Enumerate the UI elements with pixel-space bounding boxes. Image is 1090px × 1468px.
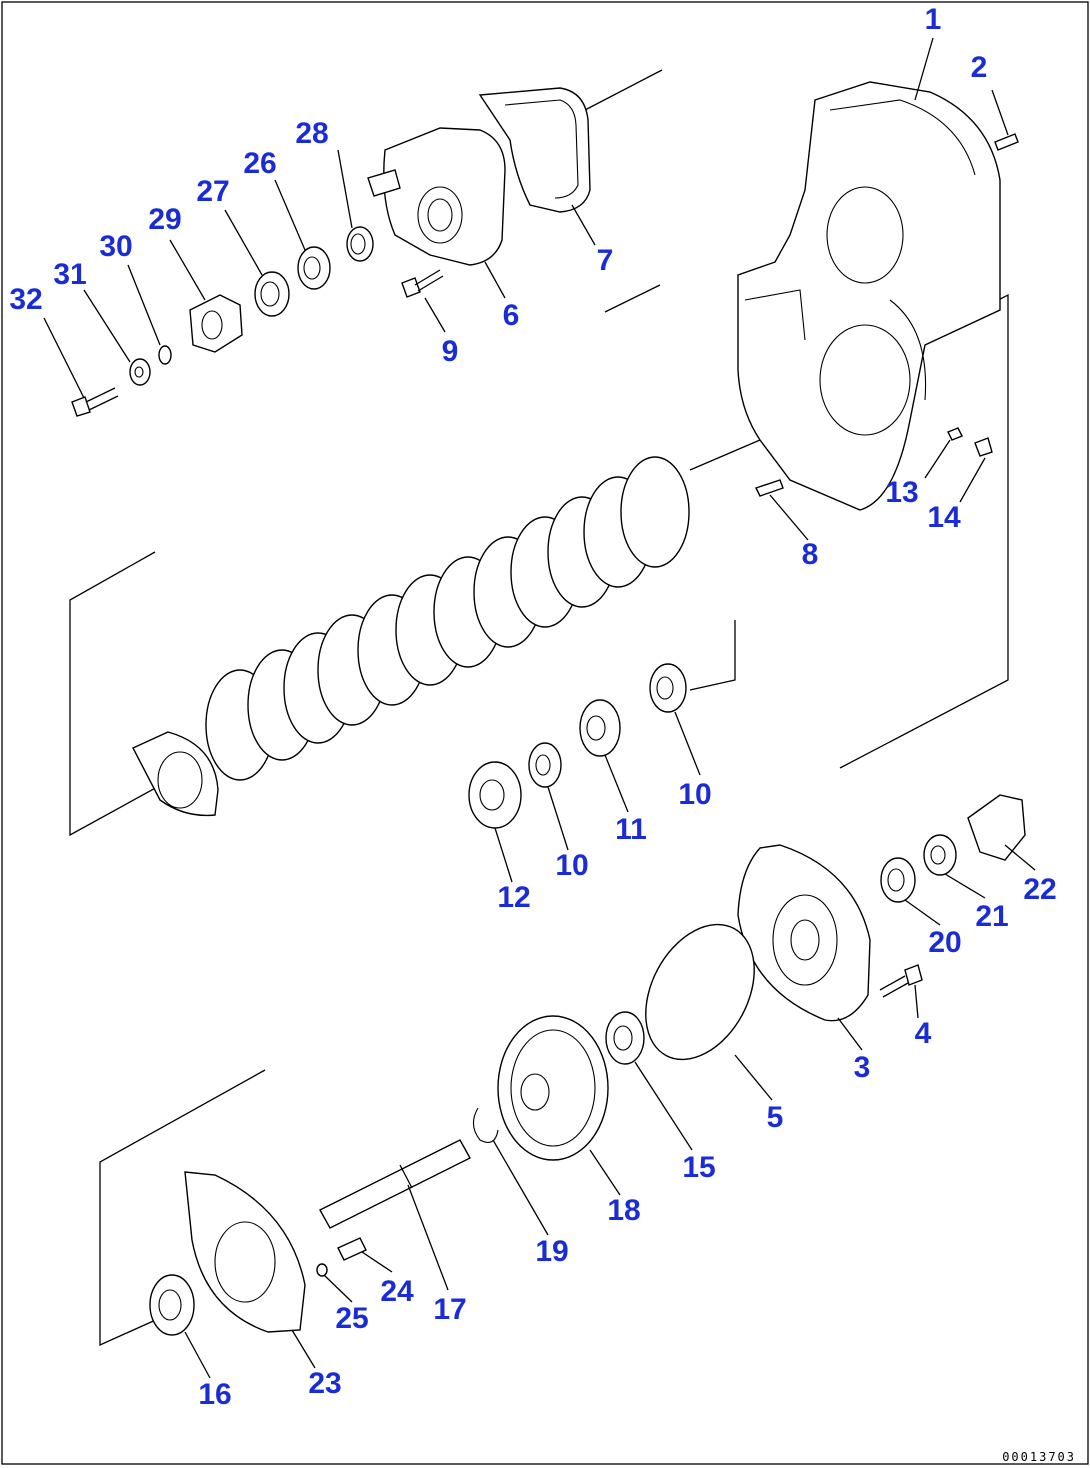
main-housing (737, 81, 1019, 511)
bottom-group-parts (149, 794, 1026, 1336)
callout-12: 12 (497, 881, 531, 914)
callout-9: 9 (441, 335, 459, 368)
callout-25: 25 (335, 1302, 369, 1335)
callout-13: 13 (885, 476, 919, 509)
callout-23: 23 (308, 1367, 342, 1400)
callout-24: 24 (380, 1275, 414, 1308)
clutch-pack (132, 456, 690, 829)
clutch-plates (205, 456, 690, 781)
figure-number: 00013703 (1002, 1450, 1076, 1464)
callout-22: 22 (1023, 873, 1057, 906)
callout-32: 32 (9, 283, 43, 316)
callout-2: 2 (970, 51, 988, 84)
callout-30: 30 (99, 230, 133, 263)
callout-19: 19 (535, 1235, 569, 1268)
callout-29: 29 (148, 203, 182, 236)
callout-18: 18 (607, 1194, 641, 1227)
callout-27: 27 (196, 175, 230, 208)
callout-8: 8 (801, 538, 819, 571)
callout-10a: 10 (678, 778, 712, 811)
callout-1: 1 (924, 3, 942, 36)
leader-lines (43, 37, 1036, 1379)
callout-15: 15 (682, 1151, 716, 1184)
callout-31: 31 (53, 258, 87, 291)
callout-7: 7 (596, 244, 614, 277)
callout-14: 14 (927, 501, 961, 534)
callout-20: 20 (928, 926, 962, 959)
callout-28: 28 (295, 117, 329, 150)
callout-10b: 10 (555, 849, 589, 882)
top-group-parts (71, 87, 591, 417)
callout-3: 3 (853, 1051, 871, 1084)
callout-5: 5 (766, 1101, 784, 1134)
callout-16: 16 (198, 1378, 232, 1411)
callout-17: 17 (433, 1293, 467, 1326)
callout-21: 21 (975, 900, 1009, 933)
callout-26: 26 (243, 147, 277, 180)
callout-6: 6 (502, 299, 520, 332)
callout-4: 4 (914, 1017, 932, 1050)
callout-11: 11 (615, 813, 647, 846)
